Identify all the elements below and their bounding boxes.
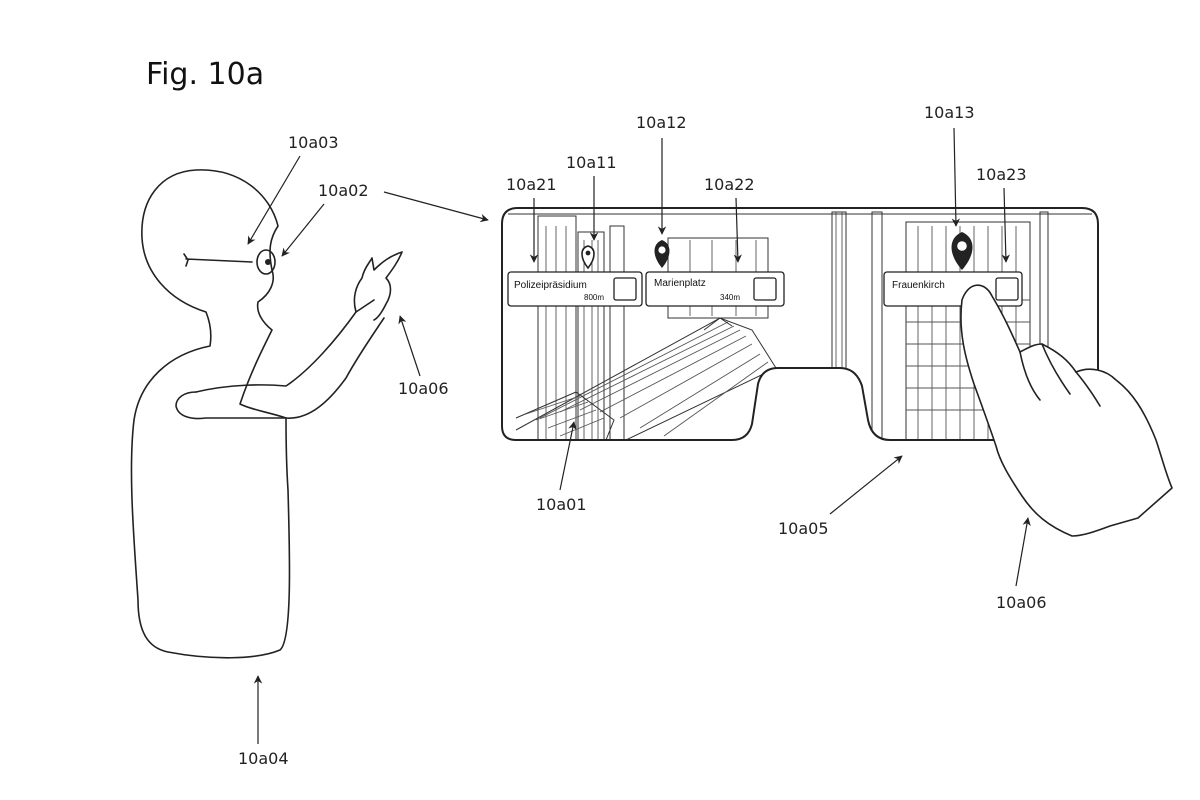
ref-pin-polizei: 10a11 <box>566 153 617 172</box>
ref-pin-frauenkirche: 10a13 <box>924 103 975 122</box>
poi-label-polizeiprasidium[interactable]: Polizeipräsidium 800m <box>507 271 643 307</box>
ref-user: 10a04 <box>238 749 289 768</box>
ref-glasses: 10a03 <box>288 133 339 152</box>
poi-name: Polizeipräsidium <box>514 280 587 291</box>
map-pin-icon[interactable] <box>951 232 973 270</box>
user-hand <box>353 251 403 321</box>
ref-hand-left: 10a06 <box>398 379 449 398</box>
ref-hand-right: 10a06 <box>996 593 1047 612</box>
user-shoulder <box>175 391 287 420</box>
glasses-lens <box>256 249 276 275</box>
reference-annotations: 10a03 10a02 10a06 10a04 10a21 10a11 10a1… <box>238 103 1047 768</box>
checkbox-icon[interactable] <box>995 277 1019 301</box>
ref-label-polizei: 10a21 <box>506 175 557 194</box>
checkbox-icon[interactable] <box>753 277 777 301</box>
user-body-outline <box>130 169 291 659</box>
user-figure <box>130 169 403 659</box>
poi-name: Frauenkirch <box>892 280 945 291</box>
ref-eye: 10a02 <box>318 181 369 200</box>
pointing-hand-icon <box>960 284 1173 537</box>
figure-title: Fig. 10a <box>146 57 264 92</box>
user-arm <box>195 299 385 419</box>
poi-label-marienplatz[interactable]: Marienplatz 340m <box>645 271 785 307</box>
glasses-frame <box>183 253 253 267</box>
checkbox-icon[interactable] <box>613 277 637 301</box>
poi-distance: 800m <box>584 293 604 302</box>
ref-pin-marienplatz: 10a12 <box>636 113 687 132</box>
eye <box>265 259 271 265</box>
ref-label-frauenkirche: 10a23 <box>976 165 1027 184</box>
map-pin-icon[interactable] <box>654 240 670 268</box>
poi-distance: 340m <box>720 293 740 302</box>
ref-display-frame: 10a05 <box>778 519 829 538</box>
poi-name: Marienplatz <box>654 278 706 289</box>
map-pin-icon[interactable] <box>581 245 595 270</box>
ref-label-marienplatz: 10a22 <box>704 175 755 194</box>
ref-glasses-view: 10a01 <box>536 495 587 514</box>
poi-label-frauenkirche[interactable]: Frauenkirch <box>883 271 1023 307</box>
